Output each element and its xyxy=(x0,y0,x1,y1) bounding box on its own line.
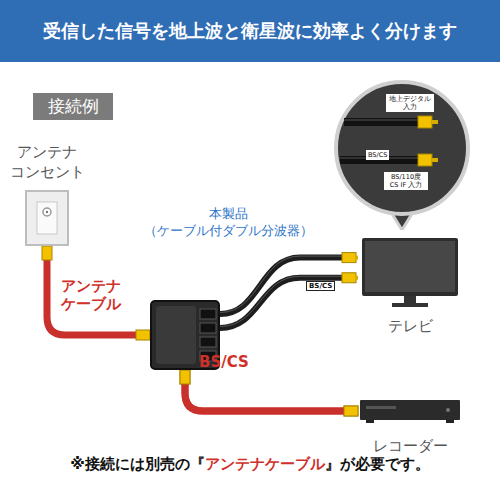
section-heading: 接続例 xyxy=(33,93,113,120)
outlet-plate xyxy=(26,191,68,245)
cable-label: BS/CS xyxy=(306,281,335,291)
cable-plug xyxy=(42,246,52,260)
note-line: ※接続には別売の『アンテナケーブル』が必要です。 xyxy=(0,454,500,474)
tv-screen xyxy=(365,241,455,292)
cable-connector xyxy=(220,253,358,314)
edge-label-holder: アンテナ ケーブル xyxy=(61,277,131,313)
coax-cable xyxy=(220,278,344,328)
tv-node: テレビ xyxy=(358,236,462,336)
callout-tag-holder: BS/CS xyxy=(366,142,389,161)
antenna-cable xyxy=(185,382,346,411)
cable-plug-tip xyxy=(355,276,358,280)
tv-drawing xyxy=(358,236,462,308)
outlet-pin xyxy=(46,211,48,213)
wall-outlet-drawing xyxy=(25,190,69,246)
cable-plug xyxy=(136,330,150,340)
recorder-foot xyxy=(366,420,374,423)
rec-node: レコーダー xyxy=(358,396,462,456)
recorder-drawing xyxy=(358,396,462,426)
cable-plug-tip xyxy=(355,256,358,260)
recorder-button xyxy=(446,408,450,412)
note-text: アンテナケーブル xyxy=(205,454,325,474)
splitter-port xyxy=(200,323,216,333)
tv-frame xyxy=(362,238,458,296)
edge-label-holder: BS/CS xyxy=(199,353,269,371)
splitter-node: 本製品 （ケーブル付ダブル分波器） xyxy=(139,205,317,370)
device-label: レコーダー xyxy=(358,436,462,456)
cable-connector xyxy=(180,370,358,416)
note-text: 』が必要です。 xyxy=(325,454,430,474)
cable-label: BS/CS xyxy=(199,353,269,371)
outlet-label: アンテナ コンセント xyxy=(7,142,87,182)
cable-plug xyxy=(180,370,190,384)
callout-plug xyxy=(418,116,432,128)
tag-node: 接続例 xyxy=(33,93,113,120)
cable-plug xyxy=(344,406,358,416)
title-text: 受信した信号を地上波と衛星波に効率よく分けます xyxy=(0,0,500,62)
wall-outlet xyxy=(25,190,69,246)
antenna-cable xyxy=(47,258,138,335)
callout-cable-shine xyxy=(344,120,418,121)
coax-cable xyxy=(220,258,344,314)
antenna-cable xyxy=(185,382,346,411)
cable-connector xyxy=(180,370,358,416)
coax-cable-shine xyxy=(220,276,344,326)
cable-connector xyxy=(42,246,150,340)
cable-plug xyxy=(342,253,356,263)
callout-joint xyxy=(387,202,417,208)
callout-node: 地上デジタル 入力 BS/CS BS/110度 CS IF 入力 xyxy=(330,78,474,230)
cable-plug xyxy=(344,406,358,416)
input-tag: BS/CS xyxy=(366,150,389,160)
product-label: 本製品 （ケーブル付ダブル分波器） xyxy=(139,205,317,239)
recorder-case xyxy=(360,400,460,420)
device-label: テレビ xyxy=(358,316,462,336)
cable-connector xyxy=(220,273,358,328)
recorder-slot xyxy=(366,406,396,409)
callout-cable xyxy=(344,118,418,126)
callout-plug-tip xyxy=(432,120,438,124)
input-tag: 地上デジタル 入力 xyxy=(386,94,434,112)
callout-plug xyxy=(418,154,432,166)
tv-base xyxy=(392,303,428,307)
cable-plug xyxy=(342,273,356,283)
outlet-node: アンテナ コンセント xyxy=(7,142,87,246)
edge-label-holder: BS/CS xyxy=(306,273,335,292)
note-text: ※接続には別売の『 xyxy=(70,454,205,474)
splitter-port xyxy=(200,309,216,319)
input-tag: BS/110度 CS IF 入力 xyxy=(384,172,428,190)
splitter-port xyxy=(200,337,216,347)
callout-tag-holder: BS/110度 CS IF 入力 xyxy=(384,172,428,191)
outlet-jack xyxy=(43,208,51,216)
cable-label: アンテナ ケーブル xyxy=(61,277,131,313)
callout-tag-holder: 地上デジタル 入力 xyxy=(386,94,434,113)
outlet-insert xyxy=(37,202,57,234)
callout-plug-tip xyxy=(432,158,438,162)
recorder-foot xyxy=(446,420,454,423)
callout-circle xyxy=(336,82,468,214)
tv-neck xyxy=(404,296,416,303)
splitter-panel xyxy=(156,306,196,364)
cable-plug xyxy=(180,370,190,384)
